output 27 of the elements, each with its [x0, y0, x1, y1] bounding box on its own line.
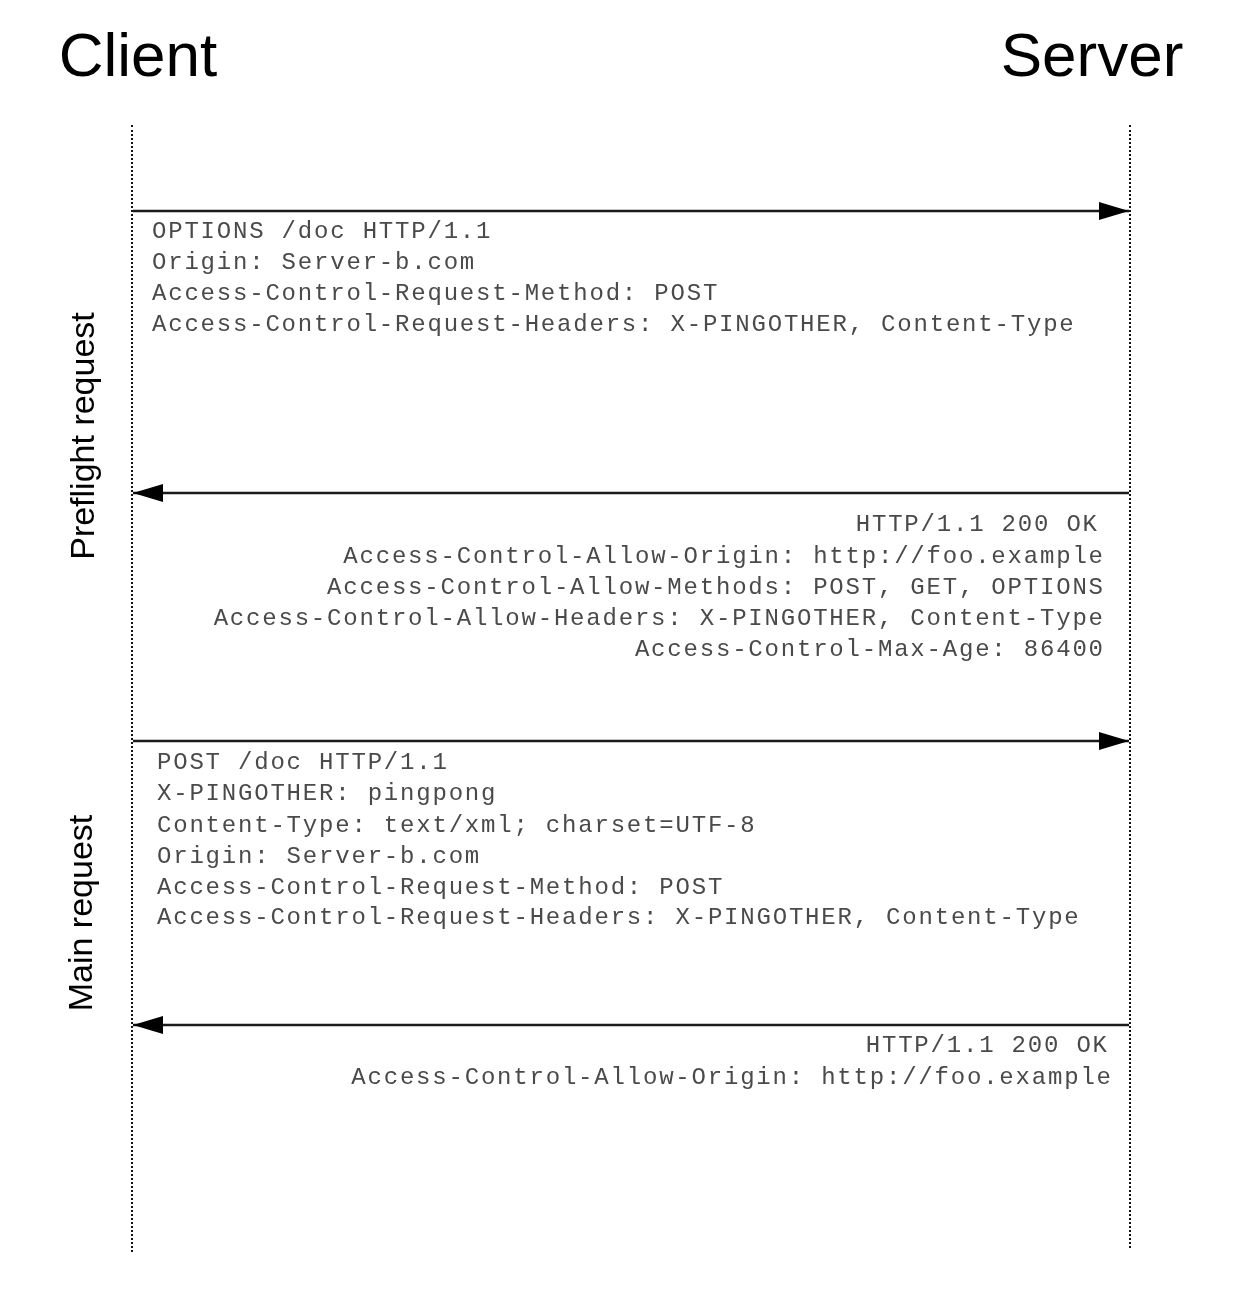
message-text: Origin: Server-b.com — [157, 843, 482, 871]
message-arrow — [133, 202, 1129, 220]
message-arrow — [133, 732, 1129, 750]
message-text: OPTIONS /doc HTTP/1.1 — [152, 218, 493, 246]
message-text: Access-Control-Request-Headers: X-PINGOTHER, Content-Type — [157, 904, 1081, 932]
message-text: Access-Control-Max-Age: 86400 — [634, 636, 1105, 664]
lifeline — [131, 125, 133, 1252]
lifeline — [1129, 125, 1131, 1248]
message-text: Access-Control-Request-Method: POST — [152, 280, 720, 308]
message-text: HTTP/1.1 200 OK — [855, 511, 1099, 539]
message-text: X-PINGOTHER: pingpong — [157, 780, 498, 808]
message-arrow — [133, 484, 1129, 502]
message-arrow — [133, 1016, 1129, 1034]
message-text: Access-Control-Allow-Headers: X-PINGOTHER, Content-Type — [213, 605, 1105, 633]
participant-label: Client — [58, 20, 218, 90]
message-text: Origin: Server-b.com — [152, 249, 477, 277]
message-text: HTTP/1.1 200 OK — [865, 1032, 1109, 1060]
message-text: Access-Control-Request-Method: POST — [157, 874, 725, 902]
message-text: Content-Type: text/xml; charset=UTF-8 — [157, 812, 757, 840]
participant-label: Server — [1000, 20, 1184, 90]
phase-label: Preflight request — [63, 312, 101, 560]
message-text: Access-Control-Request-Headers: X-PINGOTHER, Content-Type — [152, 311, 1076, 339]
message-text: Access-Control-Allow-Methods: POST, GET, OPTIONS — [327, 574, 1105, 602]
message-text: POST /doc HTTP/1.1 — [157, 749, 449, 777]
message-text: Access-Control-Allow-Origin: http://foo.example — [351, 1064, 1113, 1092]
message-text: Access-Control-Allow-Origin: http://foo.example — [343, 543, 1105, 571]
phase-label: Main request — [61, 814, 99, 1012]
